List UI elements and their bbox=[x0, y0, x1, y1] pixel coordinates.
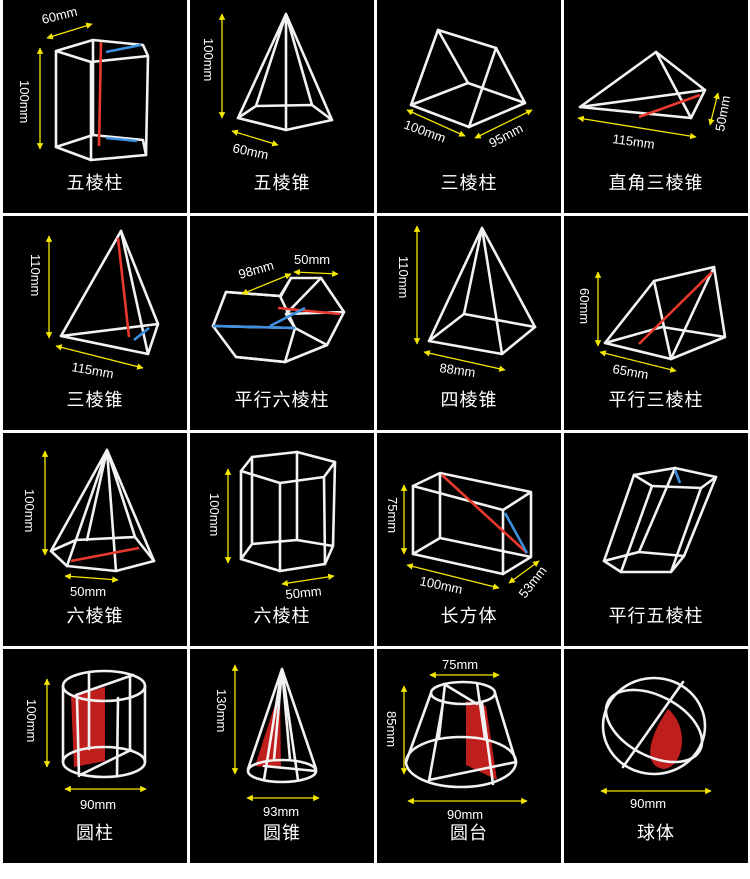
shape-grid: 60mm 100mm 五棱柱 100mm 60mm 五棱锥 100mm 95mm… bbox=[3, 0, 748, 863]
shape-label: 圆台 bbox=[450, 823, 488, 844]
triangular-prism-diagram: 100mm 95mm bbox=[402, 28, 533, 151]
dim-length: 100mm bbox=[402, 117, 448, 146]
hexagonal-pyramid-diagram: 100mm 50mm bbox=[22, 448, 156, 599]
shape-label: 平行六棱柱 bbox=[234, 390, 330, 411]
cell-right-triangular-pyramid: 115mm 50mm 直角三棱锥 bbox=[564, 0, 748, 213]
dim-base: 50mm bbox=[70, 584, 106, 599]
shape-label: 平行五棱柱 bbox=[608, 606, 704, 627]
dim-height: 50mm bbox=[712, 94, 733, 132]
shape-label: 球体 bbox=[637, 823, 675, 844]
right-triangular-pyramid-diagram: 115mm 50mm bbox=[577, 50, 733, 152]
cell-parallel-triangular-prism: 60mm 65mm 平行三棱柱 bbox=[564, 216, 748, 430]
dim-diameter: 90mm bbox=[80, 797, 116, 812]
shape-label: 圆柱 bbox=[76, 823, 114, 844]
pentagonal-prism-diagram: 60mm 100mm bbox=[17, 4, 150, 162]
dim-height: 110mm bbox=[396, 256, 411, 298]
dim-base: 60mm bbox=[231, 140, 269, 162]
cell-parallel-hexagonal-prism: 98mm 50mm 平行六棱柱 bbox=[190, 216, 374, 430]
shape-label: 长方体 bbox=[440, 606, 498, 627]
dim-height: 100mm bbox=[201, 38, 216, 81]
cell-cone: 130mm 93mm 圆锥 bbox=[190, 649, 374, 863]
cell-parallel-pentagonal-prism: 平行五棱柱 bbox=[564, 433, 748, 646]
dim-side: 95mm bbox=[486, 120, 525, 150]
cell-cuboid: 75mm 100mm 53mm 长方体 bbox=[377, 433, 561, 646]
dim-height: 100mm bbox=[24, 699, 39, 742]
dim-height: 60mm bbox=[577, 288, 592, 324]
dim-height: 75mm bbox=[385, 497, 400, 533]
cell-pentagonal-pyramid: 100mm 60mm 五棱锥 bbox=[190, 0, 374, 213]
dim-height: 85mm bbox=[384, 711, 399, 747]
cell-square-pyramid: 110mm 88mm 四棱锥 bbox=[377, 216, 561, 430]
dim-length: 100mm bbox=[418, 573, 464, 597]
shape-label: 五棱锥 bbox=[253, 173, 311, 194]
dim-top-diameter: 75mm bbox=[442, 657, 478, 672]
cell-sphere: 90mm 球体 bbox=[564, 649, 748, 863]
dim-height: 100mm bbox=[17, 80, 32, 123]
shape-label: 直角三棱锥 bbox=[608, 173, 704, 194]
cell-hexagonal-prism: 100mm 50mm 六棱柱 bbox=[190, 433, 374, 646]
shape-label: 三棱锥 bbox=[66, 390, 124, 411]
frustum-diagram: 75mm 85mm 90mm bbox=[384, 657, 528, 822]
parallel-hexagonal-prism-diagram: 98mm 50mm bbox=[211, 252, 346, 364]
dim-base: 115mm bbox=[70, 359, 114, 381]
shape-label: 平行三棱柱 bbox=[608, 390, 704, 411]
square-pyramid-diagram: 110mm 88mm bbox=[396, 225, 537, 380]
dim-height: 100mm bbox=[22, 489, 37, 532]
shape-label: 三棱柱 bbox=[440, 173, 498, 194]
shape-label: 五棱柱 bbox=[66, 173, 124, 194]
dim-diameter: 93mm bbox=[263, 804, 299, 819]
cell-cylinder: 100mm 90mm 圆柱 bbox=[3, 649, 187, 863]
cell-triangular-pyramid: 110mm 115mm 三棱锥 bbox=[3, 216, 187, 430]
shape-label: 圆锥 bbox=[263, 823, 301, 844]
cuboid-diagram: 75mm 100mm 53mm bbox=[385, 471, 550, 601]
parallel-triangular-prism-diagram: 60mm 65mm bbox=[577, 265, 727, 382]
dim-base: 50mm bbox=[285, 583, 322, 602]
cylinder-diagram: 100mm 90mm bbox=[24, 669, 147, 812]
pentagonal-pyramid-diagram: 100mm 60mm bbox=[201, 12, 334, 162]
cell-frustum: 75mm 85mm 90mm 圆台 bbox=[377, 649, 561, 863]
triangular-pyramid-diagram: 110mm 115mm bbox=[28, 229, 160, 381]
dim-width: 60mm bbox=[40, 4, 79, 27]
shape-label: 四棱锥 bbox=[440, 390, 498, 411]
cell-triangular-prism: 100mm 95mm 三棱柱 bbox=[377, 0, 561, 213]
shape-label: 六棱柱 bbox=[253, 606, 311, 627]
cone-diagram: 130mm 93mm bbox=[214, 664, 320, 819]
cell-hexagonal-pyramid: 100mm 50mm 六棱锥 bbox=[3, 433, 187, 646]
dim-width: 98mm bbox=[237, 258, 276, 282]
dim-height: 110mm bbox=[28, 254, 43, 296]
dim-length: 115mm bbox=[612, 131, 656, 152]
dim-height: 100mm bbox=[207, 493, 222, 536]
dim-base: 65mm bbox=[611, 361, 649, 382]
shape-label: 六棱锥 bbox=[66, 606, 124, 627]
dim-side: 50mm bbox=[294, 252, 330, 267]
dim-height: 130mm bbox=[214, 689, 229, 732]
dim-depth: 53mm bbox=[516, 563, 550, 601]
dim-diameter: 90mm bbox=[630, 796, 666, 811]
parallel-pentagonal-prism-diagram bbox=[602, 466, 718, 574]
dim-base: 88mm bbox=[439, 360, 477, 380]
sphere-diagram: 90mm bbox=[600, 676, 712, 811]
cell-pentagonal-prism: 60mm 100mm 五棱柱 bbox=[3, 0, 187, 213]
dim-bottom-diameter: 90mm bbox=[447, 807, 483, 822]
hexagonal-prism-diagram: 100mm 50mm bbox=[207, 450, 337, 602]
